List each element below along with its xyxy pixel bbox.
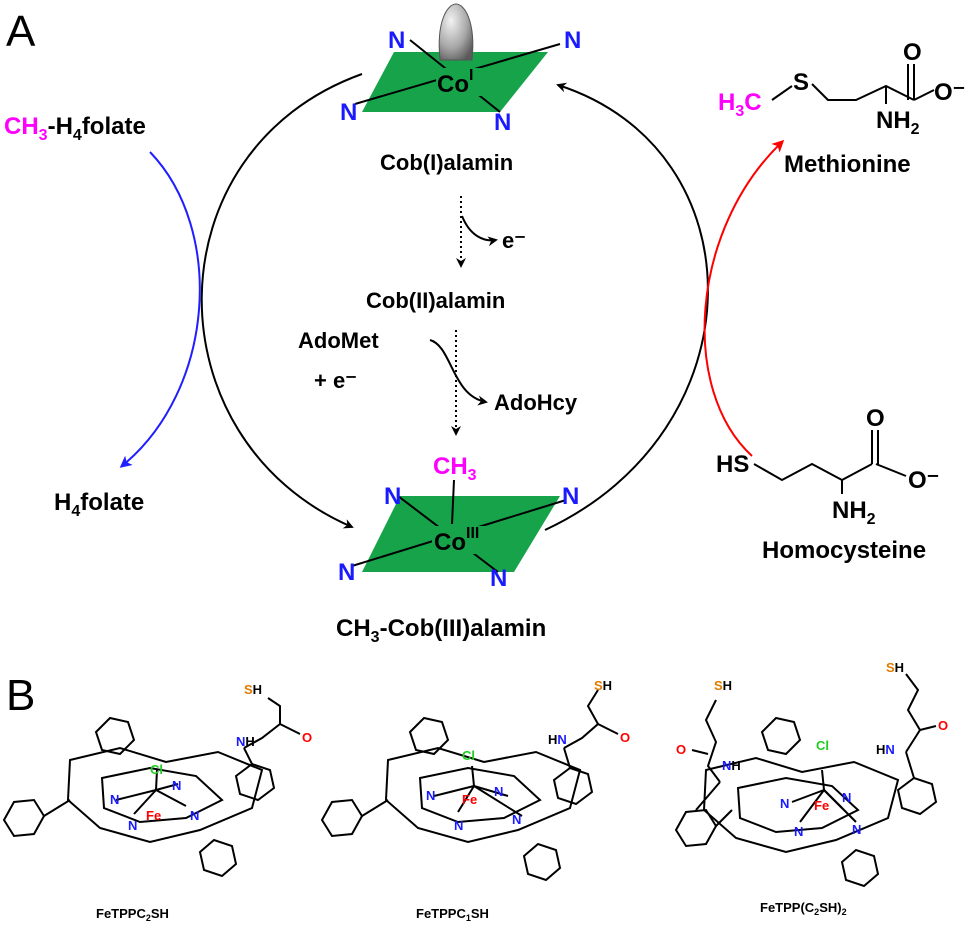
n-atom: N: [384, 483, 401, 510]
porphyrin-fetppc1sh: HN O SH Cl Fe N N N N: [320, 678, 630, 882]
thiol-group: HS: [716, 451, 749, 478]
methyl-folate-label: CH3-H4folate: [4, 113, 146, 144]
bound-enzyme-knob: [438, 3, 474, 61]
oxygen-atom: O: [676, 742, 686, 757]
thiol-group: SH: [886, 660, 904, 675]
n-atom: N: [454, 818, 463, 833]
co-atom: CoI: [437, 67, 473, 98]
methyl-group: CH3: [433, 453, 477, 484]
adomet-label: AdoMet: [298, 328, 379, 353]
chlorine-atom: Cl: [150, 762, 163, 777]
n-atom: N: [340, 99, 357, 126]
compound-label-fetppc1sh: FeTPPC1SH: [416, 906, 489, 923]
n-atom: N: [190, 808, 199, 823]
iron-atom: Fe: [462, 792, 477, 807]
amino-group: NH2: [832, 497, 876, 528]
thiol-group: SH: [714, 678, 732, 693]
amide-nh: NH: [236, 734, 255, 749]
panel-b-letter: B: [6, 671, 35, 720]
cycle-arc-left: [200, 73, 363, 529]
methionine-label: Methionine: [784, 151, 911, 178]
homocysteine-to-methionine-arrow: [703, 139, 785, 457]
methylcobalamin-structure: CH3 N N N N CoIII: [338, 453, 579, 592]
carboxylate-oxygen: O⁻: [908, 467, 939, 494]
n-atom: N: [512, 812, 521, 827]
panel-a-letter: A: [6, 7, 36, 56]
co-atom: CoIII: [434, 525, 479, 556]
cob-i-alamin-label: Cob(I)alamin: [380, 150, 513, 175]
iron-atom: Fe: [146, 808, 161, 823]
n-atom: N: [780, 796, 789, 811]
amide-nh: HN: [548, 732, 567, 747]
methyl-group: H3C: [718, 89, 762, 120]
methionine-structure: H3C S O O⁻ NH2: [718, 39, 965, 138]
n-atom: N: [128, 818, 137, 833]
thiol-group: SH: [244, 682, 262, 697]
cob-i-alamin-structure: N N N N CoI: [340, 3, 581, 136]
iron-atom: Fe: [814, 798, 829, 813]
n-atom: N: [564, 27, 581, 54]
n-atom: N: [490, 565, 507, 592]
electron-release-arrow: [461, 215, 498, 247]
folate-arrow: [119, 151, 201, 468]
adohcy-label: AdoHcy: [494, 390, 578, 415]
homocysteine-label: Homocysteine: [762, 537, 926, 564]
oxygen-atom: O: [938, 718, 948, 733]
porphyrin-fetppc2sh: NH O SH Cl Fe N N N N: [2, 682, 312, 878]
oxygen-atom: O: [866, 405, 885, 432]
oxygen-atom: O: [903, 39, 922, 66]
n-atom: N: [794, 824, 803, 839]
n-atom: N: [172, 778, 181, 793]
n-atom: N: [426, 788, 435, 803]
chlorine-atom: Cl: [816, 738, 829, 753]
oxygen-atom: O: [302, 730, 312, 745]
n-atom: N: [110, 792, 119, 807]
thiol-group: SH: [594, 678, 612, 693]
chlorine-atom: Cl: [462, 748, 475, 763]
compound-label-fetpp-c2sh-2: FeTPP(C2SH)2: [760, 900, 847, 917]
carboxylate-oxygen: O⁻: [934, 79, 965, 106]
n-atom: N: [852, 822, 861, 837]
n-atom: N: [388, 27, 405, 54]
n-atom: N: [338, 559, 355, 586]
methylcobalamin-label: CH3-Cob(III)alamin: [336, 615, 546, 646]
compound-label-fetppc2sh: FeTPPC2SH: [96, 906, 169, 923]
cob-ii-alamin-label: Cob(II)alamin: [366, 288, 505, 313]
n-atom: N: [494, 109, 511, 136]
sulfur-atom: S: [793, 69, 809, 96]
adomet-to-adohcy-arrow: [429, 339, 488, 406]
cycle-arc-right: [544, 82, 709, 531]
n-atom: N: [842, 790, 851, 805]
homocysteine-structure: HS O O⁻ NH2: [716, 405, 939, 528]
amino-group: NH2: [876, 107, 920, 138]
electron-label: e⁻: [502, 228, 526, 253]
h4-folate-label: H4folate: [54, 489, 144, 520]
porphyrin-fetpp-c2sh-2: SH O NH SH O HN Cl Fe N N N N: [674, 660, 948, 888]
n-atom: N: [562, 483, 579, 510]
amide-nh: NH: [722, 758, 741, 773]
amide-nh: HN: [876, 742, 895, 757]
n-atom: N: [494, 784, 503, 799]
oxygen-atom: O: [620, 730, 630, 745]
plus-electron-label: + e⁻: [314, 368, 357, 393]
